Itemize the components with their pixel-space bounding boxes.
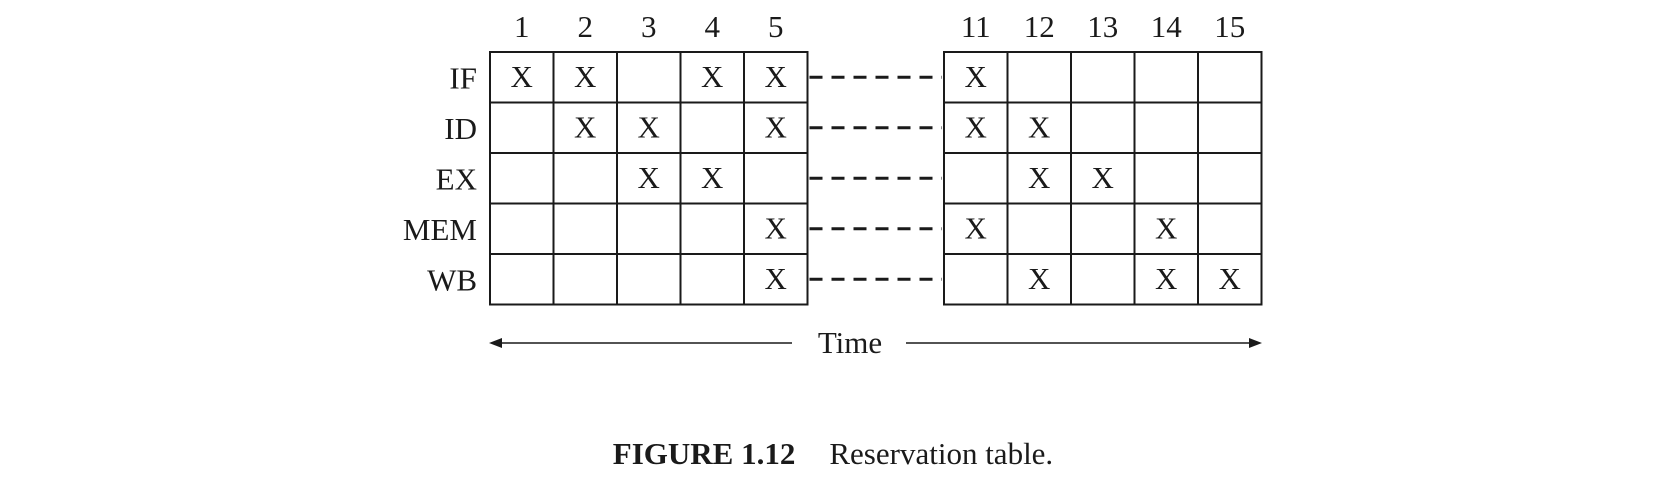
cell-ex-11: [943, 152, 1009, 205]
stage-label-id: ID: [444, 111, 477, 146]
cell-mem-12: [1006, 202, 1072, 255]
cell-id-1: [489, 101, 555, 154]
time-axis: Time: [489, 325, 1262, 360]
cell-if-15: [1197, 51, 1263, 104]
reservation-mark: X: [1028, 110, 1050, 145]
cell-ex-5: [743, 152, 809, 205]
cell-wb-3: [616, 253, 682, 306]
reservation-mark: X: [1155, 261, 1177, 296]
time-axis-right-arrowhead: [1249, 338, 1262, 348]
reservation-mark: X: [765, 59, 787, 94]
time-label: Time: [818, 325, 882, 360]
cell-mem-2: [552, 202, 618, 255]
figure-caption-text: Reservation table.: [829, 436, 1054, 471]
reservation-mark: X: [574, 59, 596, 94]
cell-ex-2: [552, 152, 618, 205]
cycle-label-2: 2: [578, 9, 594, 44]
cell-if-3: [616, 51, 682, 104]
cell-mem-13: [1070, 202, 1136, 255]
reservation-mark: X: [1028, 160, 1050, 195]
stage-labels: IF ID EX MEM WB: [403, 60, 477, 297]
reservation-mark: X: [701, 59, 723, 94]
cell-wb-12: [1006, 253, 1072, 306]
cycle-label-13: 13: [1087, 9, 1118, 44]
reservation-mark: X: [765, 261, 787, 296]
stage-label-ex: EX: [436, 161, 477, 196]
cycle-label-15: 15: [1214, 9, 1245, 44]
cell-id-14: [1133, 101, 1199, 154]
cell-mem-11: [943, 202, 1009, 255]
cycle-label-12: 12: [1024, 9, 1055, 44]
elided-cycles-dashes: [809, 75, 942, 281]
cell-if-12: [1006, 51, 1072, 104]
time-axis-left-arrowhead: [489, 338, 502, 348]
cell-mem-3: [616, 202, 682, 255]
cell-id-13: [1070, 101, 1136, 154]
reservation-mark: X: [701, 160, 723, 195]
cycle-label-14: 14: [1151, 9, 1183, 44]
cell-ex-14: [1133, 152, 1199, 205]
cell-ex-13: [1070, 152, 1136, 205]
cell-if-14: [1133, 51, 1199, 104]
figure-caption: FIGURE 1.12 Reservation table.: [0, 436, 1666, 472]
cell-wb-11: [943, 253, 1009, 306]
cell-id-12: [1006, 101, 1072, 154]
reservation-mark: X: [1219, 261, 1241, 296]
reservation-mark: X: [511, 59, 533, 94]
stage-label-if: IF: [449, 60, 477, 95]
reservation-mark: X: [1028, 261, 1050, 296]
cell-ex-3: [616, 152, 682, 205]
cell-ex-15: [1197, 152, 1263, 205]
cell-wb-14: [1133, 253, 1199, 306]
reservation-mark: X: [638, 160, 660, 195]
cell-id-15: [1197, 101, 1263, 154]
reservation-mark: X: [965, 110, 987, 145]
cell-mem-5: [743, 202, 809, 255]
reservation-mark: X: [574, 110, 596, 145]
cell-wb-4: [679, 253, 745, 306]
cell-mem-4: [679, 202, 745, 255]
cell-id-3: [616, 101, 682, 154]
cell-if-5: [743, 51, 809, 104]
figure-number: FIGURE 1.12: [612, 436, 796, 471]
cycle-label-11: 11: [961, 9, 991, 44]
cell-ex-1: [489, 152, 555, 205]
reservation-mark: X: [1092, 160, 1114, 195]
cell-wb-2: [552, 253, 618, 306]
reservation-mark: X: [765, 211, 787, 246]
reservation-mark: X: [965, 59, 987, 94]
cell-wb-13: [1070, 253, 1136, 306]
cell-mem-1: [489, 202, 555, 255]
stage-label-mem: MEM: [403, 212, 477, 247]
cycle-label-1: 1: [514, 9, 530, 44]
reservation-mark: X: [1155, 211, 1177, 246]
cell-wb-1: [489, 253, 555, 306]
cell-wb-15: [1197, 253, 1263, 306]
cell-wb-5: [743, 253, 809, 306]
cell-if-1: [489, 51, 555, 104]
cycle-label-3: 3: [641, 9, 657, 44]
cycle-label-5: 5: [768, 9, 784, 44]
cell-if-13: [1070, 51, 1136, 104]
reservation-mark: X: [765, 110, 787, 145]
reservation-mark: X: [965, 211, 987, 246]
cycle-label-4: 4: [705, 9, 721, 44]
cell-id-4: [679, 101, 745, 154]
reservation-mark: X: [638, 110, 660, 145]
cell-mem-15: [1197, 202, 1263, 255]
cell-if-11: [943, 51, 1009, 104]
stage-label-wb: WB: [427, 262, 477, 297]
